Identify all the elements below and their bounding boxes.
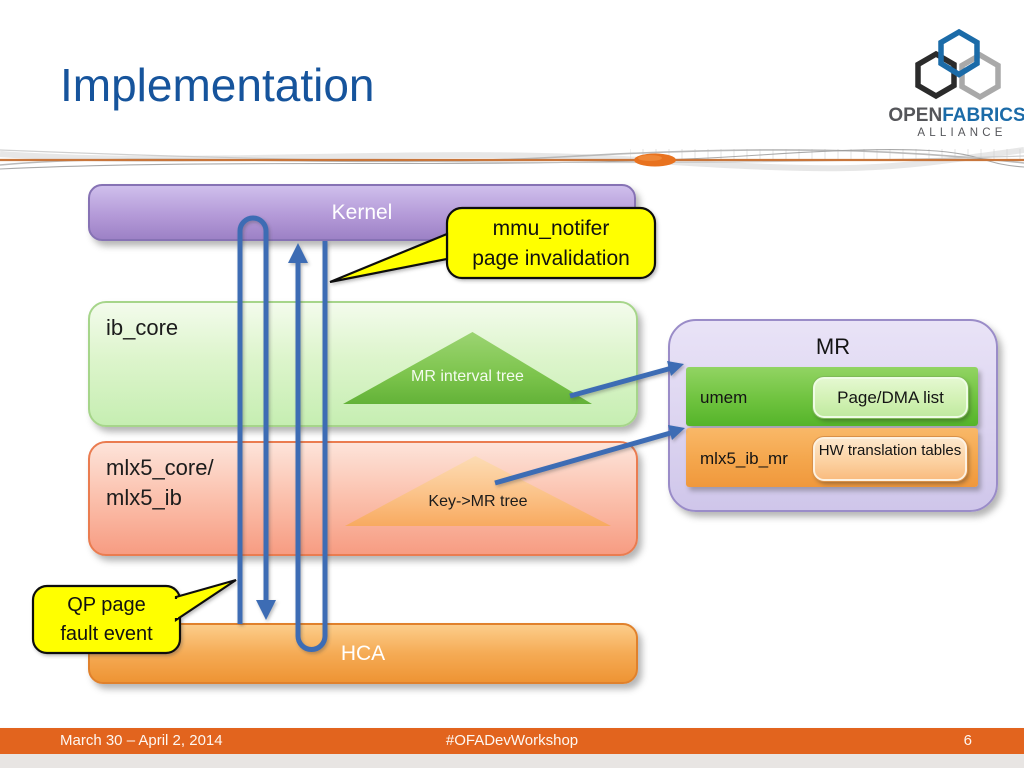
mlx5-label-line1: mlx5_core/ xyxy=(106,455,214,480)
page-title: Implementation xyxy=(60,59,375,111)
key-mr-tree-label: Key->MR tree xyxy=(428,493,528,510)
mlx5-label: mlx5_core/ mlx5_ib xyxy=(106,453,636,512)
mmu-callout-line1: mmu_notifer xyxy=(492,217,610,240)
footer-date: March 30 – April 2, 2014 xyxy=(60,732,223,749)
logo-wordmark: OPENFABRICS xyxy=(888,105,1024,126)
kernel-label: Kernel xyxy=(331,201,393,224)
footer-page-number: 6 xyxy=(963,732,972,749)
logo-fabrics: FABRICS xyxy=(942,105,1024,126)
callout-tail-icon xyxy=(174,578,237,623)
hw-translation-tables-box: HW translation tables xyxy=(813,437,967,481)
mlx5-ib-mr-label: mlx5_ib_mr xyxy=(700,449,788,468)
page-dma-list-box: Page/DMA list xyxy=(813,377,968,418)
mmu-callout: mmu_notifer page invalidation xyxy=(447,214,655,274)
ib-core-label: ib_core xyxy=(106,315,179,340)
logo-alliance: ALLIANCE xyxy=(917,127,1006,139)
qp-callout-line1: QP page xyxy=(67,594,146,616)
mr-interval-tree-label: MR interval tree xyxy=(411,368,524,385)
footer-under-strip xyxy=(0,754,1024,768)
hexagons-icon xyxy=(915,28,1001,101)
down-arrowhead-icon xyxy=(256,600,276,620)
logo-open: OPEN xyxy=(888,105,942,126)
ib-core-block: ib_core xyxy=(88,301,638,427)
mmu-callout-line2: page invalidation xyxy=(472,246,630,270)
umem-label: umem xyxy=(700,388,748,407)
openfabrics-logo: OPENFABRICS ALLIANCE xyxy=(888,28,1024,139)
mlx5-label-line2: mlx5_ib xyxy=(106,484,182,510)
callout-tail-icon xyxy=(329,232,449,284)
mr-panel-title: MR xyxy=(815,334,851,359)
divider-swirl xyxy=(0,147,1024,172)
footer-hashtag: #OFADevWorkshop xyxy=(445,732,579,749)
flow-arrows xyxy=(237,215,685,652)
up-arrowhead-icon xyxy=(288,243,308,263)
footer-bar: March 30 – April 2, 2014 #OFADevWorkshop… xyxy=(0,728,1024,754)
qp-callout-line2: fault event xyxy=(60,623,153,645)
qp-callout: QP page fault event xyxy=(33,591,180,649)
hca-label: HCA xyxy=(340,642,386,665)
